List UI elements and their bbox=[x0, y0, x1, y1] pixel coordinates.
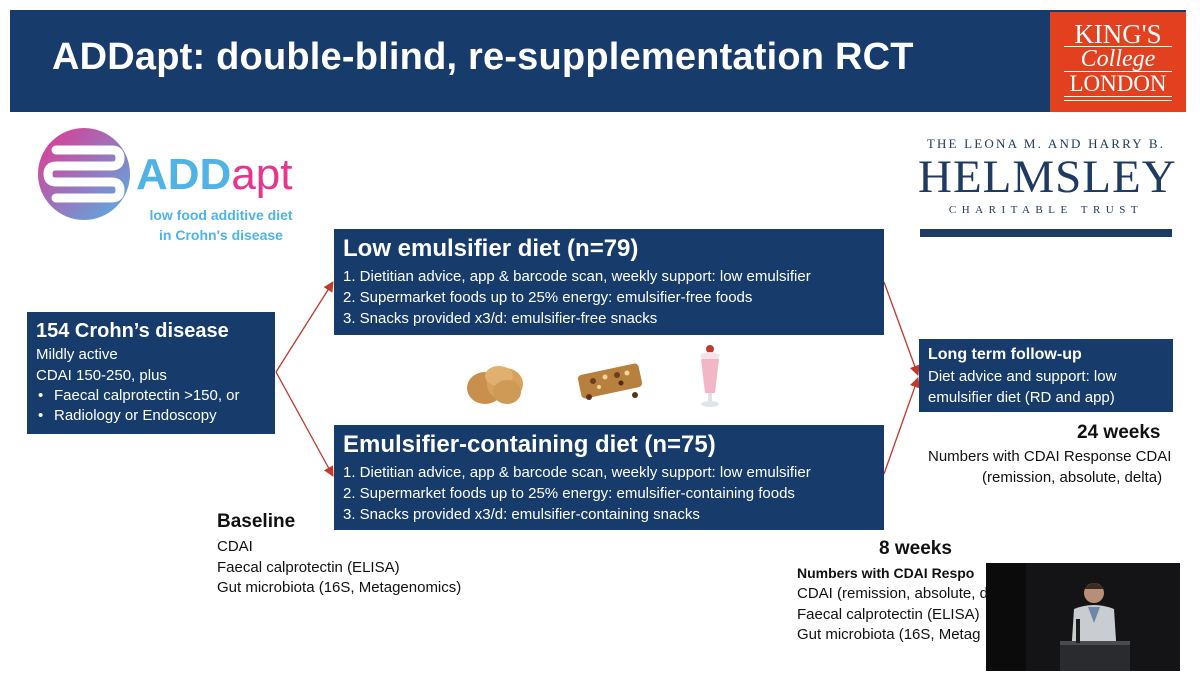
speaker-figure-image bbox=[986, 563, 1180, 671]
baseline-item: Faecal calprotectin (ELISA) bbox=[217, 558, 400, 576]
arrow-to-low-emulsifier bbox=[275, 281, 334, 373]
week24-title: 24 weeks bbox=[1077, 422, 1161, 443]
emulsifier-containing-diet-box: Emulsifier-containing diet (n=75) 1. Die… bbox=[334, 425, 884, 530]
arrow-low-to-followup bbox=[883, 281, 920, 376]
emulsifier-containing-item: 2. Supermarket foods up to 25% energy: e… bbox=[343, 485, 795, 502]
followup-text: Diet advice and support: low emulsifier … bbox=[928, 368, 1117, 406]
cereal-bar-image bbox=[577, 363, 643, 400]
speaker-video-overlay[interactable] bbox=[986, 563, 1180, 671]
kings-college-london-logo: KING'S College LONDON bbox=[1050, 12, 1186, 112]
slide-title: ADDapt: double-blind, re-supplementation… bbox=[52, 36, 914, 78]
emulsifier-containing-title: Emulsifier-containing diet (n=75) bbox=[343, 431, 716, 458]
low-emulsifier-item: 3. Snacks provided x3/d: emulsifier-free… bbox=[343, 310, 658, 327]
addapt-logo-subtitle-line1: low food additive diet bbox=[149, 207, 293, 223]
week8-title: 8 weeks bbox=[879, 538, 952, 559]
week8-list: CDAI (remission, absolute, d Faecal calp… bbox=[797, 584, 988, 646]
crohns-cohort-line1: Mildly active bbox=[36, 346, 118, 363]
helmsley-logo-bar bbox=[920, 229, 1172, 237]
kcl-logo-rule bbox=[1064, 46, 1172, 47]
helmsley-logo-top: THE LEONA M. AND HARRY B. bbox=[926, 136, 1166, 151]
crohns-cohort-box: 154 Crohn’s disease Mildly active CDAI 1… bbox=[27, 312, 275, 434]
slide-top-margin bbox=[0, 0, 1200, 8]
slide-header-bar bbox=[10, 10, 1186, 112]
crohns-cohort-line2: CDAI 150-250, plus bbox=[36, 367, 167, 384]
week24-line2: (remission, absolute, delta) bbox=[982, 469, 1163, 486]
kcl-logo-line1: KING'S bbox=[1074, 19, 1162, 49]
baseline-item: CDAI bbox=[217, 538, 253, 555]
crohns-cohort-bullet: Radiology or Endoscopy bbox=[38, 406, 266, 426]
low-emulsifier-item: 1. Dietitian advice, app & barcode scan,… bbox=[343, 268, 811, 285]
week8-item: Faecal calprotectin (ELISA) bbox=[797, 605, 980, 623]
helmsley-logo-bottom: CHARITABLE TRUST bbox=[948, 204, 1144, 216]
low-emulsifier-title: Low emulsifier diet (n=79) bbox=[343, 235, 639, 262]
long-term-followup-box: Long term follow-up Diet advice and supp… bbox=[919, 339, 1173, 412]
week8-subtitle: Numbers with CDAI Respo bbox=[797, 565, 975, 581]
low-emulsifier-item: 2. Supermarket foods up to 25% energy: e… bbox=[343, 289, 753, 306]
kcl-logo-rule bbox=[1064, 71, 1172, 72]
cookies-image bbox=[467, 366, 523, 404]
arrow-emu-to-followup bbox=[883, 377, 920, 475]
arrow-to-emulsifier-containing bbox=[275, 371, 334, 477]
followup-title: Long term follow-up bbox=[928, 346, 1082, 363]
addapt-logo-name: ADDapt bbox=[136, 150, 293, 200]
baseline-title: Baseline bbox=[217, 511, 296, 532]
week8-item: CDAI (remission, absolute, d bbox=[797, 585, 988, 602]
emulsifier-containing-item: 3. Snacks provided x3/d: emulsifier-cont… bbox=[343, 506, 700, 523]
addapt-logo-add: ADD bbox=[136, 150, 232, 199]
helmsley-logo-main: HELMSLEY bbox=[918, 151, 1177, 203]
crohns-cohort-bullet: Faecal calprotectin >150, or bbox=[38, 386, 266, 406]
addapt-gut-logo-icon bbox=[38, 128, 130, 220]
milkshake-image bbox=[700, 345, 720, 407]
kcl-logo-line3: LONDON bbox=[1069, 71, 1167, 96]
kcl-logo-rule bbox=[1064, 100, 1172, 101]
week8-item: Gut microbiota (16S, Metag bbox=[797, 626, 981, 643]
kcl-logo-line2: College bbox=[1080, 46, 1156, 72]
addapt-logo-apt: apt bbox=[231, 150, 293, 199]
low-emulsifier-diet-box: Low emulsifier diet (n=79) 1. Dietitian … bbox=[334, 229, 884, 335]
kcl-logo-rule bbox=[1064, 96, 1172, 97]
baseline-list: CDAI Faecal calprotectin (ELISA) Gut mic… bbox=[217, 537, 461, 599]
addapt-logo-subtitle: low food additive diet in Crohn's diseas… bbox=[136, 205, 306, 245]
week24-line1: Numbers with CDAI Response CDAI bbox=[928, 448, 1172, 465]
crohns-cohort-title: 154 Crohn’s disease bbox=[36, 320, 229, 342]
crohns-cohort-bullets: Faecal calprotectin >150, or Radiology o… bbox=[36, 386, 266, 426]
addapt-logo-subtitle-line2: in Crohn's disease bbox=[159, 227, 283, 243]
baseline-item: Gut microbiota (16S, Metagenomics) bbox=[217, 579, 462, 596]
emulsifier-containing-item: 1. Dietitian advice, app & barcode scan,… bbox=[343, 464, 811, 481]
